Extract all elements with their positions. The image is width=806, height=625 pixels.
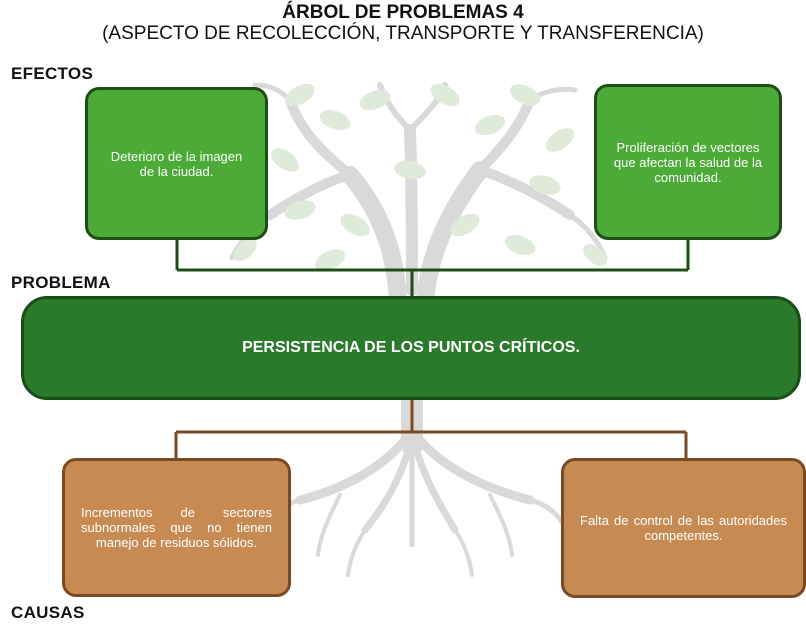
tree-leaves [233, 83, 607, 271]
cause-text-1: Incrementos de sectores subnormales que … [81, 505, 272, 550]
effects-label: EFECTOS [11, 64, 94, 83]
cause-box-1: Incrementos de sectores subnormales que … [62, 458, 291, 597]
title-block: ÁRBOL DE PROBLEMAS 4 (ASPECTO DE RECOLEC… [0, 2, 806, 44]
effect-connectors [175, 238, 690, 298]
problem-label: PROBLEMA [11, 273, 111, 292]
effect-box-1: Deterioro de la imagen de la ciudad. [85, 87, 268, 240]
cause-text-2: Falta de control de las autoridades comp… [580, 513, 787, 543]
causes-label: CAUSAS [11, 603, 85, 622]
problem-text: PERSISTENCIA DE LOS PUNTOS CRÍTICOS. [242, 339, 580, 356]
problem-box: PERSISTENCIA DE LOS PUNTOS CRÍTICOS. [21, 296, 801, 400]
diagram-subtitle: (ASPECTO DE RECOLECCIÓN, TRANSPORTE Y TR… [102, 23, 704, 44]
tree-roots [257, 384, 573, 577]
diagram-title: ÁRBOL DE PROBLEMAS 4 [282, 2, 524, 23]
cause-connectors [174, 398, 688, 460]
cause-box-2: Falta de control de las autoridades comp… [561, 458, 806, 598]
effect-text-1: Deterioro de la imagen de la ciudad. [110, 148, 243, 179]
effect-text-2: Proliferación de vectores que afectan la… [613, 139, 763, 185]
effect-box-2: Proliferación de vectores que afectan la… [594, 84, 782, 240]
